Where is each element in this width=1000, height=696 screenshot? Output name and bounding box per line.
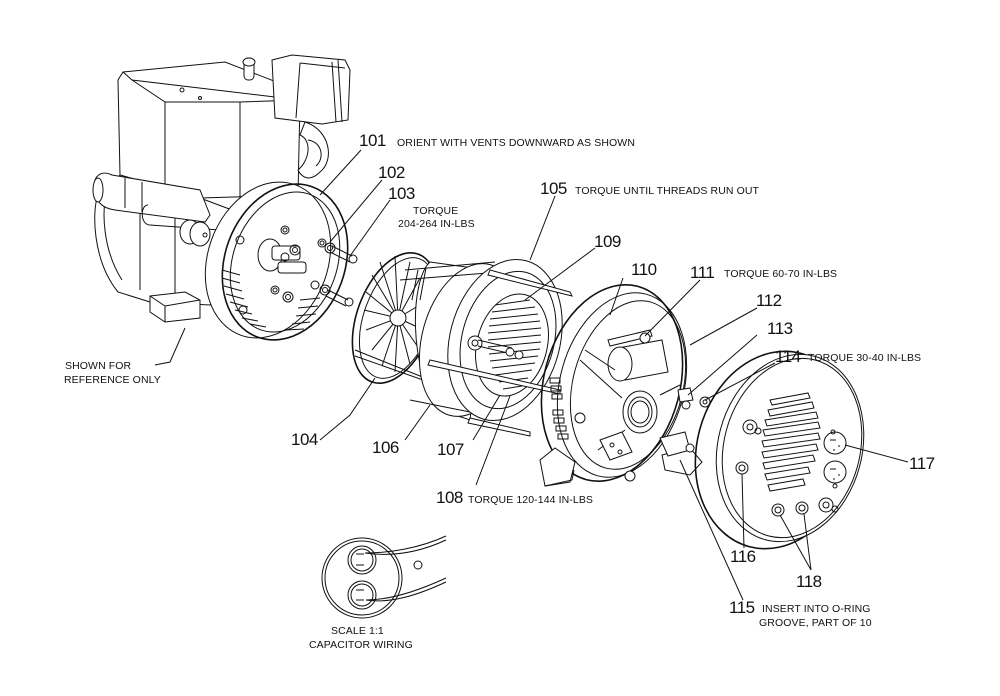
part-110-rear-carrier — [539, 284, 711, 487]
reference-note-line2: REFERENCE ONLY — [64, 374, 161, 386]
callout-113: 113 — [767, 319, 793, 338]
callout-112: 112 — [756, 291, 782, 310]
part-101-end-bell — [204, 181, 358, 341]
reference-note-line1: SHOWN FOR — [65, 360, 132, 372]
inset-title-label: CAPACITOR WIRING — [309, 639, 413, 651]
callout-106: 106 — [372, 438, 399, 457]
inset-scale-label: SCALE 1:1 — [331, 625, 384, 637]
leader-lines — [154, 149, 909, 601]
callout-109: 109 — [594, 232, 621, 251]
callout-111: 111 — [690, 263, 715, 282]
callout-101-note: ORIENT WITH VENTS DOWNWARD AS SHOWN — [397, 137, 636, 149]
callout-103: 103 — [388, 184, 415, 203]
callout-101: 101 — [359, 131, 386, 150]
callout-115: 115 — [729, 598, 755, 617]
callout-114: 114 — [775, 347, 801, 366]
callout-108: 108 — [436, 488, 463, 507]
callout-111-note: TORQUE 60-70 IN-LBS — [724, 268, 838, 280]
callout-103-note-line1: TORQUE — [413, 205, 459, 217]
callout-116: 116 — [730, 547, 756, 566]
callout-107: 107 — [437, 440, 464, 459]
callout-105: 105 — [540, 179, 567, 198]
callout-104: 104 — [291, 430, 318, 449]
callout-108-note: TORQUE 120-144 IN-LBS — [468, 494, 594, 506]
callout-103-note-line2: 204-264 IN-LBS — [398, 218, 475, 230]
callout-117: 117 — [909, 454, 935, 473]
callout-114-note: TORQUE 30-40 IN-LBS — [808, 352, 922, 364]
part-117-end-cover — [694, 350, 865, 550]
capacitor-wiring-inset — [321, 535, 447, 619]
callout-102: 102 — [378, 163, 405, 182]
callout-110: 110 — [631, 260, 657, 279]
callout-118: 118 — [796, 572, 822, 591]
callout-115-note-line2: GROOVE, PART OF 10 — [759, 617, 872, 629]
callout-105-note: TORQUE UNTIL THREADS RUN OUT — [575, 185, 760, 197]
engine-reference — [92, 54, 351, 323]
callout-115-note-line1: INSERT INTO O-RING — [762, 603, 871, 615]
